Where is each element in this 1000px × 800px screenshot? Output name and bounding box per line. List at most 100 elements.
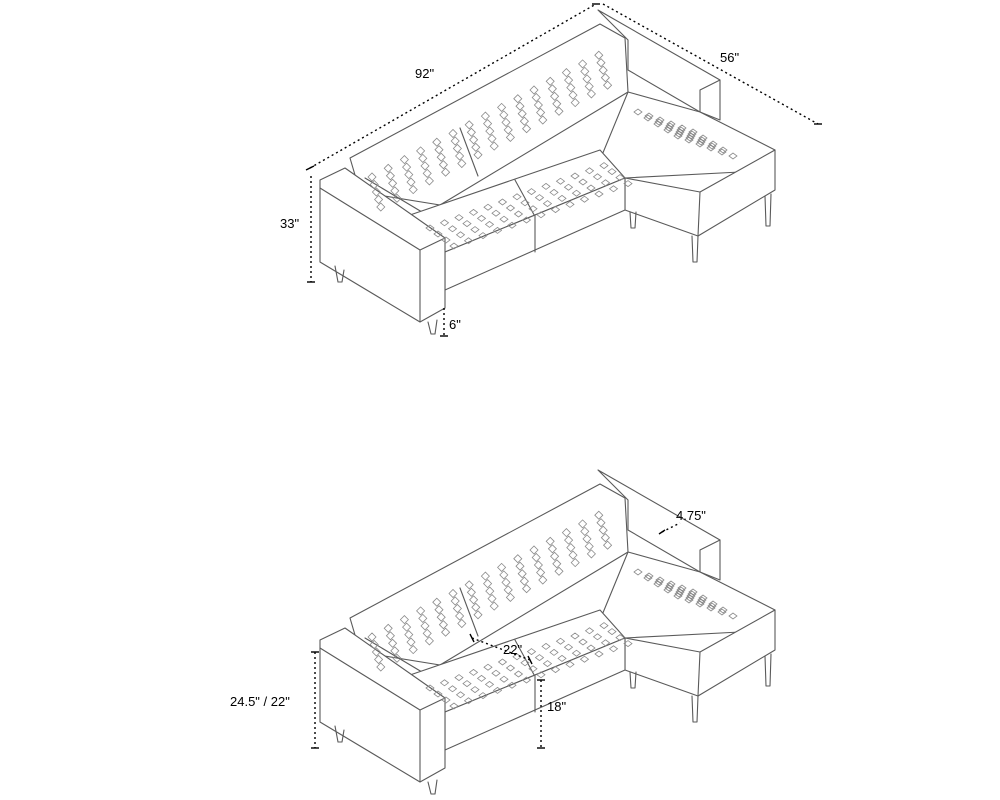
tuft-mark (664, 584, 674, 592)
tuft-mark (538, 115, 548, 125)
tuft-mark (408, 645, 418, 655)
tuft-mark (563, 183, 574, 191)
tuft-mark (416, 606, 426, 616)
tuft-mark (499, 570, 509, 580)
tuft-mark (552, 99, 562, 109)
tuft-mark (674, 130, 684, 138)
tuft-mark (448, 588, 458, 599)
tuft-mark (596, 518, 606, 528)
tuft-mark (580, 66, 590, 76)
tuft-mark (499, 215, 509, 223)
tuft-mark (696, 138, 706, 146)
dimension-lines-bottom (311, 522, 681, 749)
sofa-top-view (319, 9, 776, 335)
tuft-mark (565, 200, 575, 208)
tuft-mark (607, 628, 617, 636)
tuft-mark (485, 126, 495, 136)
tuft-mark (541, 642, 551, 650)
tuft-mark (390, 646, 400, 656)
tuft-mark (653, 580, 663, 588)
tuft-mark (607, 168, 617, 176)
tuft-mark (507, 681, 517, 689)
arm-width-label: 4.75" (676, 508, 706, 523)
tuft-mark (685, 594, 695, 602)
tuft-mark (586, 89, 596, 99)
tuft-mark (480, 111, 490, 121)
tuft-mark (507, 221, 517, 229)
tuft-mark (492, 686, 503, 694)
tuft-mark (392, 653, 402, 663)
tuft-mark (487, 134, 497, 144)
tuft-mark (519, 116, 529, 126)
tuft-mark (663, 126, 673, 134)
tuft-mark (684, 596, 694, 604)
tuft-mark (615, 634, 625, 642)
overall-height-label: 33" (280, 216, 299, 231)
tuft-mark (441, 167, 451, 177)
tuft-mark (404, 630, 414, 640)
tuft-mark (536, 671, 546, 679)
tuft-mark (420, 161, 430, 171)
tuft-mark (579, 195, 590, 203)
tuft-mark (526, 188, 537, 196)
tuft-mark (385, 631, 395, 641)
tuft-mark (615, 174, 625, 182)
tuft-mark (600, 179, 611, 187)
tuft-mark (450, 136, 460, 146)
tuft-mark (515, 101, 525, 111)
tuft-mark (578, 59, 588, 69)
tuft-mark (570, 172, 580, 180)
tuft-mark (592, 173, 603, 181)
tuft-mark (371, 647, 381, 657)
tuft-mark (483, 663, 493, 671)
tuft-mark (383, 163, 393, 173)
tuft-mark (441, 236, 451, 244)
tuft-mark (422, 628, 432, 638)
tuft-mark (533, 560, 543, 570)
tuft-mark (536, 107, 546, 118)
tuft-mark (521, 676, 532, 684)
tuft-mark (550, 666, 561, 674)
tuft-mark (468, 668, 479, 676)
tuft-mark (399, 615, 409, 625)
tuft-mark (452, 143, 462, 154)
tuft-mark (545, 76, 555, 86)
tuft-mark (369, 179, 379, 190)
tuft-mark (531, 552, 541, 563)
tuft-mark (695, 600, 705, 608)
tuft-mark (570, 632, 580, 640)
tuft-mark (536, 211, 546, 219)
tuft-mark (497, 562, 507, 572)
tuft-mark (654, 118, 664, 126)
tuft-mark (579, 655, 590, 663)
tuft-mark (531, 92, 541, 103)
tuft-mark (717, 608, 727, 616)
tuft-mark (534, 654, 545, 662)
tuft-mark (536, 567, 546, 578)
tuft-mark (578, 178, 588, 186)
tuft-mark (505, 592, 515, 602)
tuft-mark (549, 188, 559, 196)
tuft-mark (582, 74, 592, 84)
tuft-mark (564, 535, 574, 545)
tuft-mark (718, 606, 728, 614)
tuft-mark (582, 534, 592, 544)
tuft-mark (633, 568, 643, 576)
tuft-mark (557, 194, 567, 202)
tuft-mark (584, 81, 594, 91)
tuft-mark (550, 551, 560, 561)
tuft-mark (478, 692, 488, 700)
tuft-mark (608, 645, 619, 653)
tuft-mark (549, 648, 559, 656)
tuft-mark (424, 176, 434, 186)
tuft-mark (545, 536, 555, 546)
tuft-mark (555, 637, 566, 645)
tuft-mark (385, 171, 395, 181)
tuft-mark (463, 697, 474, 705)
tuft-mark (564, 75, 574, 85)
tuft-mark (696, 598, 706, 606)
tuft-mark (600, 533, 610, 543)
tuft-mark (599, 622, 609, 630)
tuft-mark (728, 612, 738, 620)
tuft-mark (644, 572, 654, 580)
